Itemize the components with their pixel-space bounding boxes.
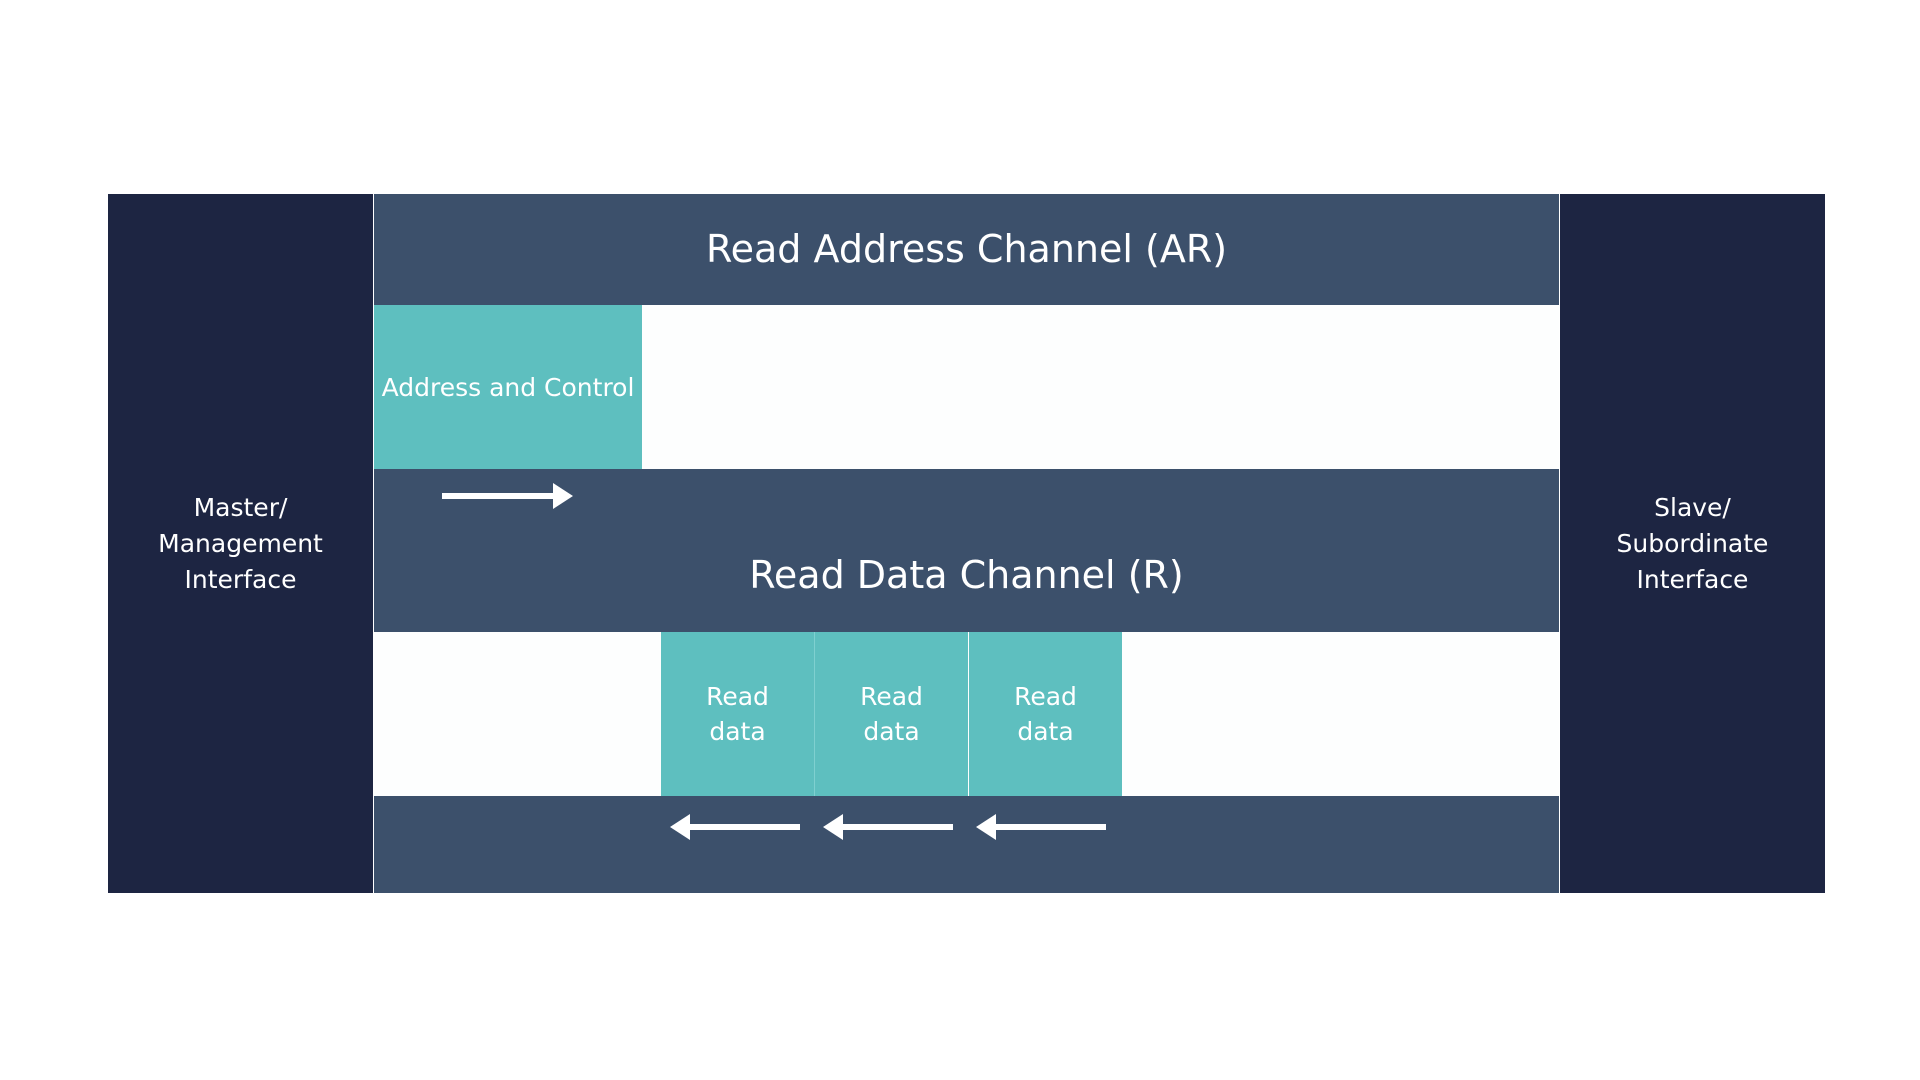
read-data-label: Read data: [706, 682, 769, 746]
read-data-divider: [814, 632, 815, 796]
read-data-channel-title: Read Data Channel (R): [749, 553, 1184, 597]
read-data-block: Read data: [661, 632, 814, 796]
read-data-label: Read data: [1014, 682, 1077, 746]
master-interface-label: Master/ Management Interface: [158, 492, 323, 594]
read-data-label: Read data: [860, 682, 923, 746]
read-data-block: Read data: [969, 632, 1122, 796]
master-interface-block: Master/ Management Interface: [108, 194, 373, 893]
read-address-channel-header: Read Address Channel (AR): [374, 194, 1559, 305]
slave-interface-block: Slave/ Subordinate Interface: [1560, 194, 1825, 893]
read-data-channel-footer: [374, 796, 1559, 893]
read-data-block: Read data: [815, 632, 968, 796]
read-data-channel-header: Read Data Channel (R): [374, 469, 1559, 632]
address-and-control-label: Address and Control: [381, 372, 635, 402]
slave-interface-label: Slave/ Subordinate Interface: [1616, 492, 1769, 594]
address-and-control-block: Address and Control: [374, 305, 642, 469]
read-address-channel-title: Read Address Channel (AR): [705, 227, 1228, 271]
